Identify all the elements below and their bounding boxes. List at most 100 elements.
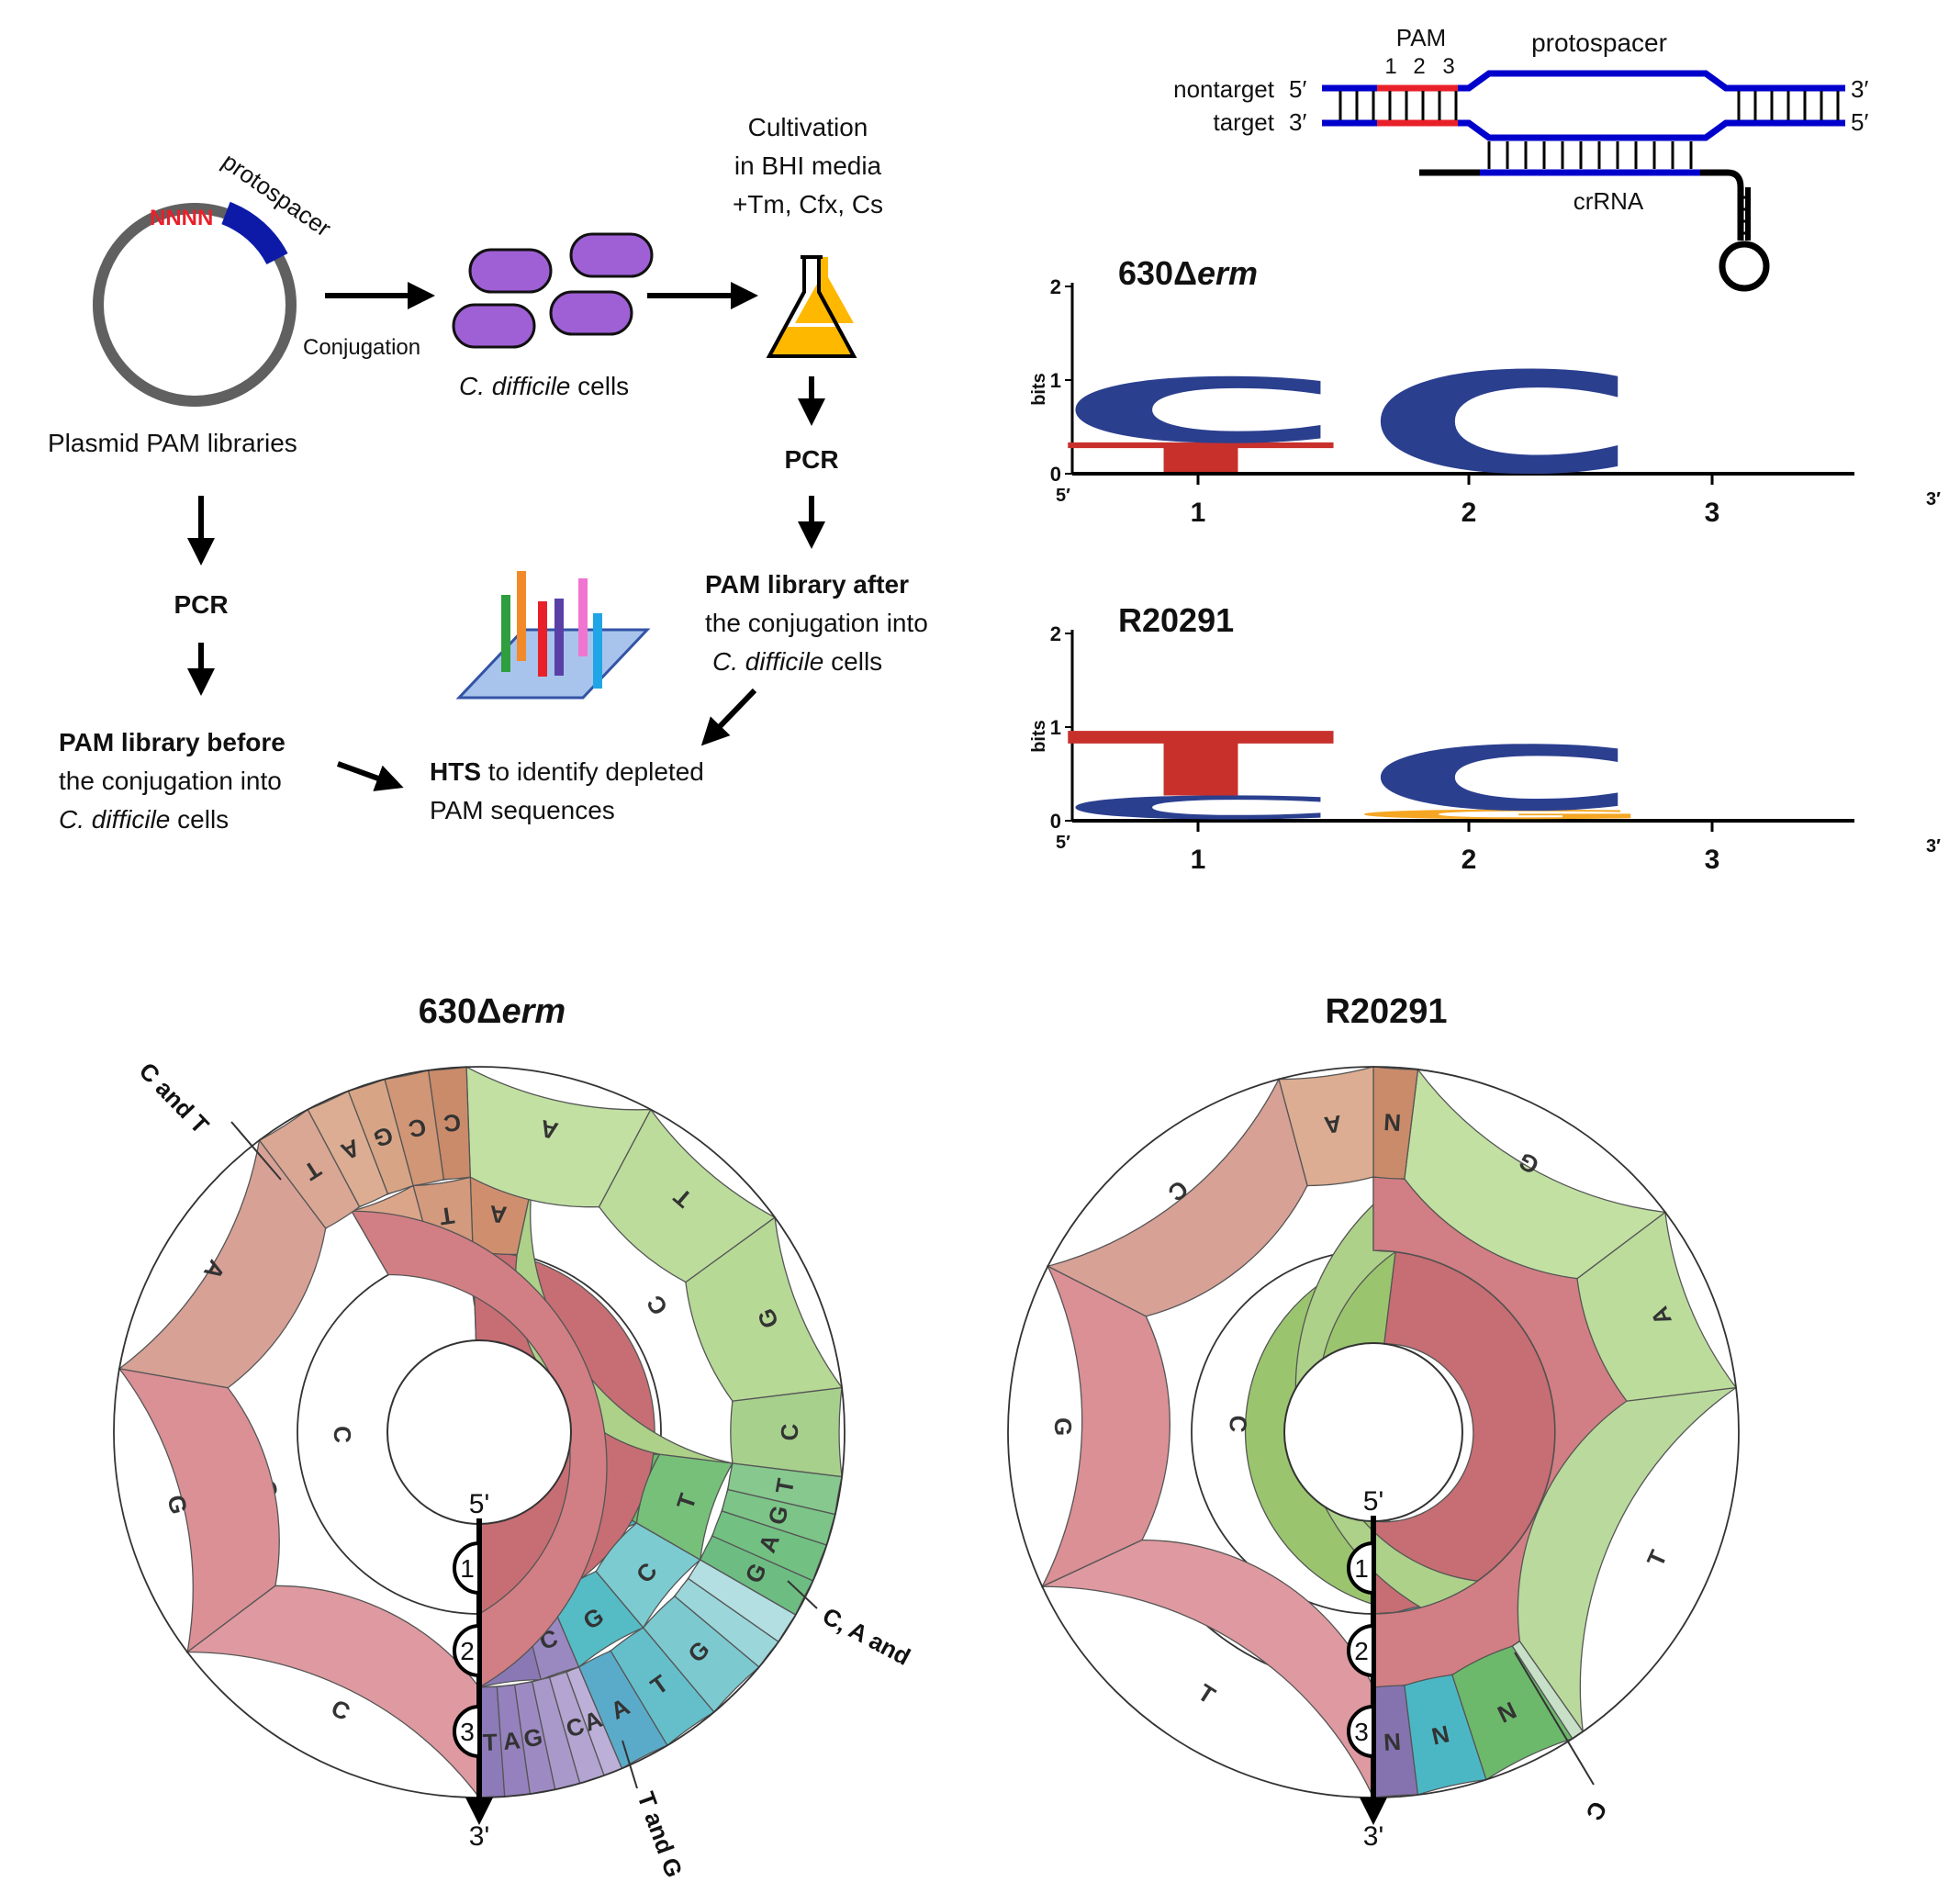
logo-x-tick-label: 2: [1462, 498, 1477, 528]
sunburst-3-prime: 3': [1363, 1821, 1383, 1852]
logo-letter-C: C: [1361, 727, 1642, 830]
logo-letter-C: C: [1056, 790, 1346, 826]
logo-y-tick-label: 2: [1050, 275, 1061, 298]
position-marker: [1347, 1704, 1375, 1759]
logo-3-prime: 3′: [1926, 489, 1941, 510]
crrna-pairs: [1487, 141, 1693, 169]
hts-line-2: PAM sequences: [430, 796, 615, 824]
position-marker: [1347, 1540, 1375, 1596]
callout-c-and-t: C and T: [134, 1057, 215, 1138]
sunburst-r20291: AGTCNNNCNCNNNTAGNACGT5'3'123: [1007, 1066, 1740, 1852]
nontarget-5: 5′: [1289, 75, 1306, 103]
sunburst-label: T: [1193, 1678, 1221, 1709]
protospacer-segment: [220, 201, 288, 265]
callout-c-a-and: C, A and: [818, 1602, 914, 1671]
sunburst-segment: [610, 1627, 715, 1747]
sunburst-label: C: [327, 1694, 354, 1726]
position-marker: [453, 1704, 481, 1759]
sunburst-segment: [1278, 1066, 1374, 1187]
hairpin-icon: [1719, 187, 1770, 292]
logo-letter-T: T: [1066, 713, 1338, 817]
plasmid-circle: [93, 203, 297, 407]
position-marker-label: 3: [1354, 1718, 1369, 1746]
hts-line-1: HTS to identify depleted: [430, 757, 704, 786]
position-marker-label: 1: [460, 1554, 475, 1583]
sunburst-segment: [1042, 1539, 1374, 1798]
logo-x-tick-label: 1: [1191, 845, 1206, 875]
sunburst-label: C: [442, 1109, 463, 1138]
sunburst-segment: [577, 1650, 668, 1770]
sunburst-label: A: [488, 1200, 509, 1229]
sunburst-label: G: [1049, 1417, 1077, 1437]
position-marker-label: 1: [1354, 1554, 1369, 1583]
pam-pos-1: 1: [1384, 54, 1396, 79]
sunburst-label: C: [641, 1290, 673, 1320]
after-line-3: C. difficile cells: [712, 647, 882, 676]
logo-letter-T: T: [1066, 434, 1338, 481]
cells-label: C. difficile cells: [459, 372, 629, 400]
sunburst-label: T: [1641, 1546, 1673, 1571]
position-marker: [453, 1623, 481, 1678]
cultivation-line-3: +Tm, Cfx, Cs: [733, 190, 883, 218]
before-line-1: PAM library before: [59, 728, 286, 756]
sunburst-segment: [427, 1066, 471, 1181]
sunburst-label: T: [482, 1729, 498, 1757]
sunburst-label: C: [329, 1426, 356, 1444]
sunburst-segment: [642, 1595, 760, 1713]
sunburst-label: N: [1383, 1728, 1402, 1756]
base-pairs-right: [1737, 91, 1840, 120]
sunburst-label: T: [770, 1476, 800, 1495]
pam-pos-3: 3: [1442, 54, 1454, 79]
logo-y-tick-label: 0: [1050, 810, 1061, 833]
arrow-before-hts: [336, 761, 404, 791]
sunburst-segment: [347, 1078, 414, 1195]
sunburst-label: T: [438, 1202, 456, 1231]
sunburst-5-prime: 5': [469, 1489, 489, 1519]
callout-c: C: [1580, 1797, 1612, 1825]
pam-label: PAM: [1396, 24, 1446, 51]
logo-y-tick-label: 0: [1050, 463, 1061, 486]
position-marker-label: 2: [1354, 1637, 1369, 1665]
pam-diagram: PAM 1 2 3 protospacer nontarget 5′ targe…: [1173, 24, 1868, 292]
sunburst-segment: [384, 1070, 445, 1187]
protospacer-label: protospacer: [1531, 28, 1667, 57]
logo-letter-C: C: [1361, 342, 1642, 505]
nnnn-label: NNNN: [150, 206, 213, 230]
sunburst-segment: [1404, 1674, 1487, 1796]
logo-x-tick-label: 3: [1705, 845, 1720, 875]
arrow-after-hts: [700, 688, 757, 746]
logo-letter-G: G: [1345, 807, 1659, 822]
after-line-2: the conjugation into: [705, 609, 928, 637]
logo-title-630: 630Δerm: [1118, 254, 1258, 292]
cells-group: [452, 232, 654, 349]
sunburst-title-630: 630Δerm: [419, 992, 566, 1031]
sunburst-label: N: [1383, 1108, 1402, 1137]
sunburst-label: A: [501, 1726, 521, 1755]
sunburst-title-r20291: R20291: [1325, 992, 1447, 1031]
nontarget-label: nontarget: [1173, 75, 1275, 103]
logo-title-r20291: R20291: [1118, 601, 1234, 639]
cultivation-line-2: in BHI media: [734, 151, 882, 180]
nontarget-strand: [1322, 70, 1845, 92]
sequencer-icon: [455, 571, 651, 700]
logo-y-label: bits: [1029, 373, 1049, 406]
position-marker-label: 3: [460, 1718, 475, 1746]
sunburst-segment: [307, 1090, 389, 1208]
workflow-panel: NNNN protospacer Plasmid PAM libraries C…: [48, 113, 928, 834]
sunburst-3-prime: 3': [469, 1821, 489, 1852]
sunburst-label: A: [1322, 1110, 1343, 1139]
nontarget-3end: 3′: [1851, 75, 1868, 103]
sunburst-segment: [699, 1535, 814, 1616]
pcr-right: PCR: [784, 445, 838, 474]
logo-x-tick-label: 1: [1191, 498, 1206, 528]
conjugation-label: Conjugation: [303, 335, 420, 360]
before-line-2: the conjugation into: [59, 767, 282, 795]
sunburst-segment: [727, 1462, 843, 1516]
crrna-label: crRNA: [1574, 187, 1644, 215]
target-label: target: [1214, 108, 1275, 136]
sunburst-segment: [1451, 1645, 1574, 1781]
logo-y-tick-label: 2: [1050, 622, 1061, 645]
